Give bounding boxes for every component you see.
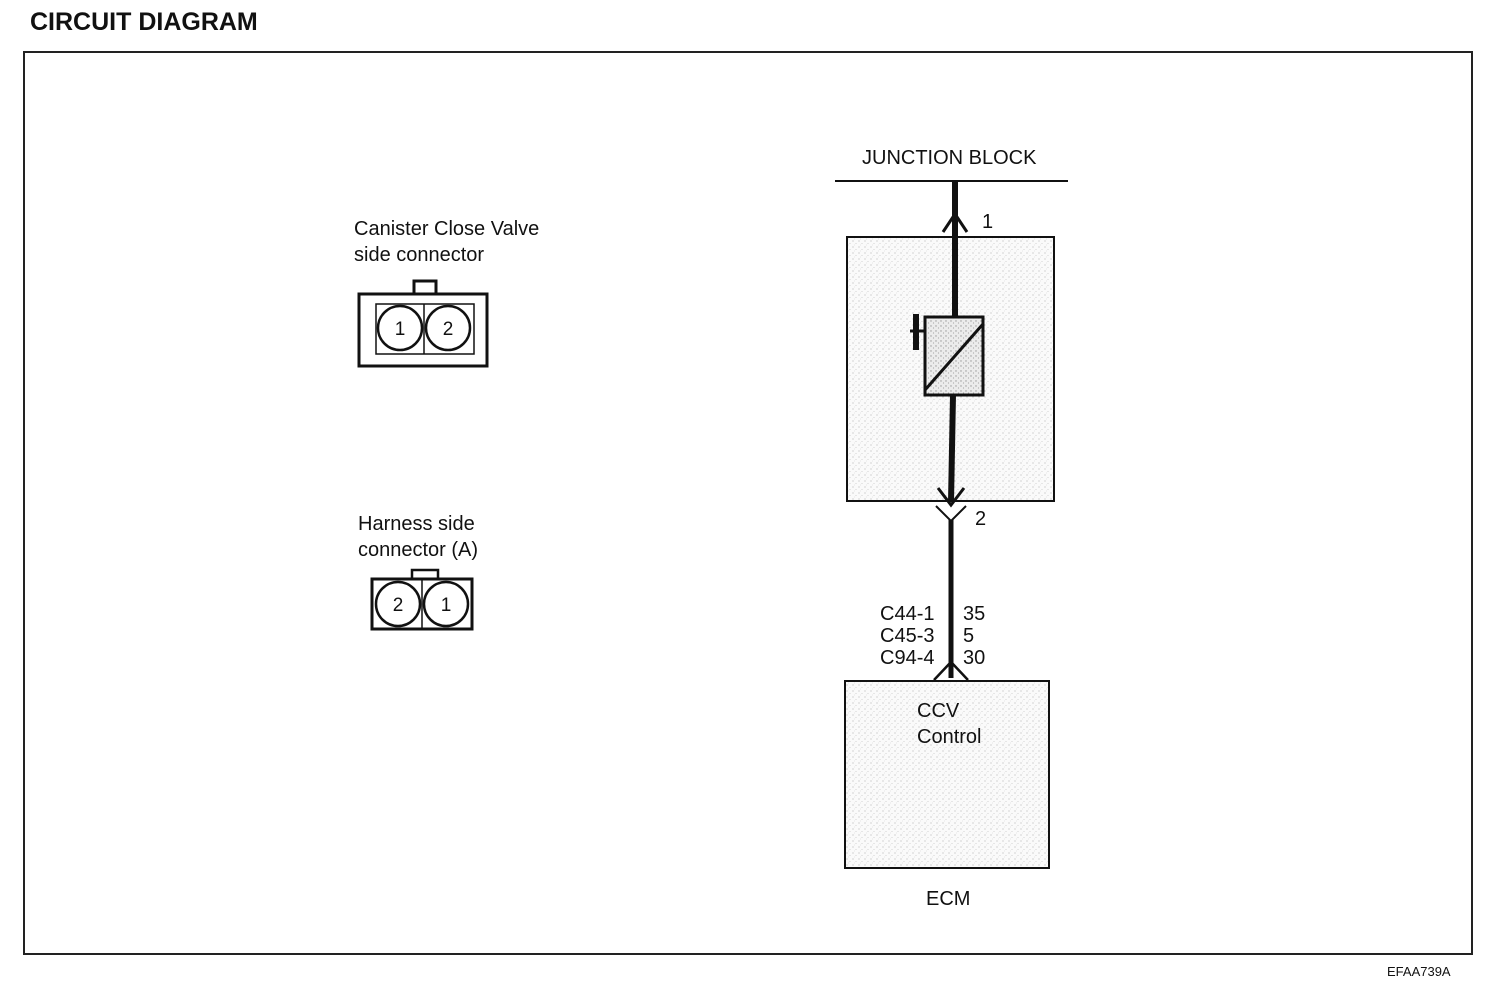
ecm-terminal-arrow [933, 660, 969, 681]
terminal-1-label: 1 [982, 211, 993, 233]
terminal-2-label: 2 [975, 508, 986, 530]
ecm-connector-2: C45-3 [880, 625, 934, 647]
terminal-arrow-1 [941, 211, 969, 233]
terminal-arrow-2 [936, 487, 966, 508]
junction-block-label: JUNCTION BLOCK [862, 147, 1037, 169]
ecm-label: ECM [926, 888, 970, 910]
ecm-connector-3: C94-4 [880, 647, 934, 669]
wire-middle [948, 394, 956, 503]
ecm-box-label-2: Control [917, 726, 981, 748]
canister-pin-1: 1 [395, 319, 406, 340]
canister-pin-2: 2 [443, 319, 454, 340]
ecm-pin-1: 35 [963, 603, 985, 625]
diagram-frame [23, 51, 1473, 955]
ecm-connector-1: C44-1 [880, 603, 934, 625]
pin-circle [424, 304, 472, 352]
harness-connector-label-2: connector (A) [358, 539, 478, 561]
canister-connector-group: Canister Close Valve side connector 1 2 [354, 218, 539, 368]
ecm-pin-2: 5 [963, 625, 974, 647]
pin-circle [374, 580, 422, 628]
canister-connector-label-1: Canister Close Valve [354, 218, 539, 240]
harness-connector-label-1: Harness side [358, 513, 475, 535]
page-title: CIRCUIT DIAGRAM [30, 8, 258, 36]
ecm-box-label-1: CCV [917, 700, 960, 722]
canister-connector-label-2: side connector [354, 244, 484, 266]
pin-circle [376, 304, 424, 352]
canister-connector-inner [375, 303, 475, 355]
harness-pin-2: 2 [393, 595, 404, 616]
pin-circle [422, 580, 470, 628]
ecm-pin-3: 30 [963, 647, 985, 669]
harness-connector-group: Harness side connector (A) 2 1 [358, 513, 478, 631]
ecm-box [844, 680, 1050, 869]
harness-pin-1: 1 [441, 595, 452, 616]
figure-code: EFAA739A [1387, 964, 1451, 979]
